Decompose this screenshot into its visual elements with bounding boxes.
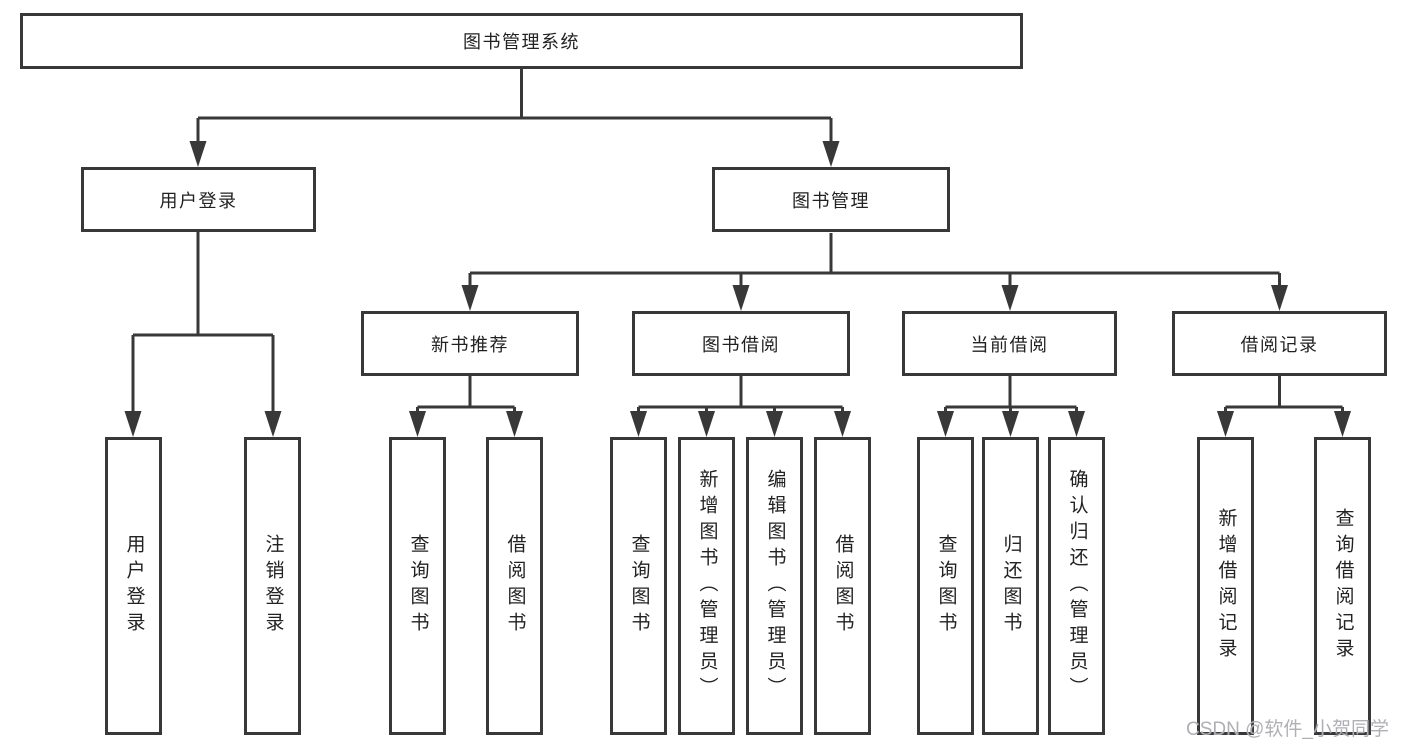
leaf-edit-book-admin: 编辑图书（管理员） <box>746 437 803 735</box>
connector-book-mgmt-to-level3 <box>468 233 1281 293</box>
leaf-return-book: 归还图书 <box>982 437 1039 735</box>
leaf-borrow-books-borrow: 借阅图书 <box>814 437 871 735</box>
leaf-query-books-recommend: 查询图书 <box>389 437 446 735</box>
leaf-query-books-borrow: 查询图书 <box>610 437 667 735</box>
node-current-borrow: 当前借阅 <box>902 311 1117 376</box>
node-borrow-records: 借阅记录 <box>1172 311 1387 376</box>
arrowheads-level2 <box>189 141 840 167</box>
node-new-book-recommend: 新书推荐 <box>361 311 579 376</box>
node-book-borrow: 图书借阅 <box>632 311 850 376</box>
arrowheads-user-login-children <box>124 411 282 437</box>
csdn-watermark: CSDN @软件_小贺同学 <box>1186 719 1389 740</box>
leaf-query-borrow-record: 查询借阅记录 <box>1314 437 1371 735</box>
leaf-add-borrow-record: 新增借阅记录 <box>1197 437 1254 735</box>
connector-new-book-rec-children <box>416 376 516 419</box>
leaf-confirm-return-admin: 确认归还（管理员） <box>1048 437 1105 735</box>
leaf-logout: 注销登录 <box>244 437 301 735</box>
connector-book-borrow-children <box>637 376 844 419</box>
connector-current-borrow-children <box>944 376 1078 419</box>
node-book-management-system: 图书管理系统 <box>20 13 1023 69</box>
node-user-login-group: 用户登录 <box>81 167 316 232</box>
connector-user-login-children <box>131 232 275 419</box>
connector-borrow-records-children <box>1224 376 1344 419</box>
leaf-query-books-current: 查询图书 <box>917 437 974 735</box>
leaf-borrow-books-recommend: 借阅图书 <box>486 437 543 735</box>
leaf-add-book-admin: 新增图书（管理员） <box>678 437 735 735</box>
arrowheads-level3 <box>461 285 1288 311</box>
leaf-user-login: 用户登录 <box>105 437 162 735</box>
connector-root-to-level2 <box>196 69 833 149</box>
arrowheads-leaves <box>409 411 1351 437</box>
node-book-management: 图书管理 <box>712 167 950 232</box>
